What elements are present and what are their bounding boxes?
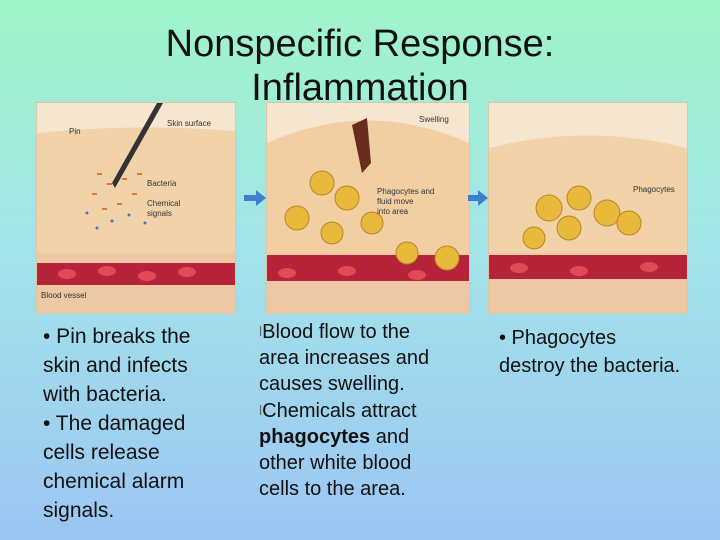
label-into-area: into area <box>377 207 409 216</box>
middle-line-7: cells to the area. <box>259 478 406 500</box>
right-line-2: destroy the bacteria. <box>499 355 681 377</box>
pin-icon <box>112 103 163 188</box>
label-skin-surface: Skin surface <box>167 119 212 128</box>
illustration-panel-phagocytes: Phagocytes <box>488 102 688 314</box>
right-line-1: • Phagocytes <box>499 327 617 349</box>
middle-line-2: area increases and <box>259 347 430 369</box>
label-swelling: Swelling <box>419 115 449 124</box>
left-text-column: • Pin breaks the skin and infects with b… <box>43 322 258 525</box>
left-line-1: • Pin breaks the <box>43 325 191 348</box>
left-line-4: • The damaged <box>43 412 186 435</box>
bullet-icon: l <box>259 402 263 418</box>
label-phagocytes-and: Phagocytes and <box>377 187 435 196</box>
left-line-2: skin and infects <box>43 354 188 377</box>
left-line-3: with bacteria. <box>43 383 167 406</box>
phagocytes-bold: phagocytes <box>259 426 371 448</box>
right-text-column: • Phagocytes destroy the bacteria. <box>499 324 720 380</box>
illustration-panel-infection: Pin Skin surface Bacteria Chemical signa… <box>36 102 236 314</box>
left-line-7: signals. <box>43 499 115 522</box>
middle-text-column: lBlood flow to the area increases and ca… <box>259 318 504 502</box>
left-line-5: cells release <box>43 441 160 464</box>
phagocytes-illustration <box>489 103 687 313</box>
page-title: Nonspecific Response: Inflammation <box>0 22 720 110</box>
middle-bullet-2: lChemicals attract <box>259 400 417 422</box>
label-phagocytes: Phagocytes <box>633 185 675 194</box>
middle-bullet-1: lBlood flow to the <box>259 321 410 343</box>
middle-line-6: other white blood <box>259 452 412 474</box>
label-chemical: Chemical <box>147 199 181 208</box>
label-blood-vessel: Blood vessel <box>41 291 87 300</box>
illustration-panel-swelling: Swelling Phagocytes and fluid move into … <box>266 102 470 314</box>
middle-line-5: phagocytes and <box>259 426 410 448</box>
label-bacteria: Bacteria <box>147 179 177 188</box>
bullet-icon: l <box>259 323 263 339</box>
middle-line-3: causes swelling. <box>259 373 405 395</box>
title-line-1: Nonspecific Response: <box>165 23 555 65</box>
right-arrow-icon <box>244 190 266 206</box>
right-arrow-icon <box>468 190 488 206</box>
label-fluid-move: fluid move <box>377 197 414 206</box>
label-pin: Pin <box>69 127 81 136</box>
label-signals: signals <box>147 209 172 218</box>
left-line-6: chemical alarm <box>43 470 185 493</box>
swelling-illustration <box>267 103 469 313</box>
infection-illustration <box>37 103 235 313</box>
